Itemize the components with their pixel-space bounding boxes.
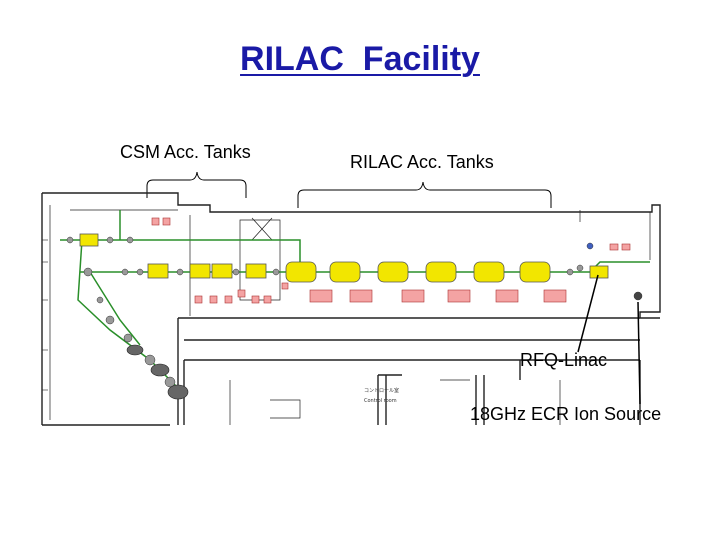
building-walls (41, 192, 661, 426)
rilac-tanks (285, 261, 609, 283)
rfq-linac-label: RFQ-Linac (520, 350, 608, 370)
rfq-linac-callout-line (577, 274, 599, 353)
csm-tanks-label: CSM Acc. Tanks (120, 142, 251, 162)
control-room-jp: コントロール室 (364, 387, 399, 394)
csm-tanks-brace (146, 171, 247, 198)
page-title: RILAC Facility (240, 40, 480, 78)
ecr-source-label: 18GHz ECR Ion Source (470, 404, 662, 424)
ecr-source-callout-line (637, 301, 641, 405)
magnet-elements (151, 217, 631, 304)
beamline-elements (66, 236, 643, 388)
rilac-tanks-label: RILAC Acc. Tanks (350, 152, 494, 172)
rilac-tanks-brace (297, 181, 552, 208)
control-room-en: Control room (364, 398, 397, 404)
csm-tanks (79, 233, 267, 279)
target-chambers (126, 344, 189, 400)
